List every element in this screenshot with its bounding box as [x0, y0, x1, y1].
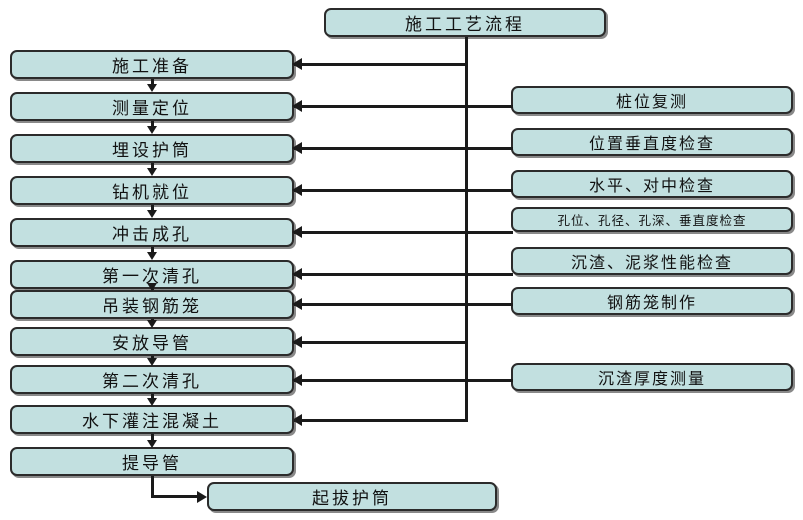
feed-arrowhead-8 [292, 374, 302, 386]
feed-line-0 [294, 63, 466, 66]
step-arrowhead-6-7 [147, 283, 157, 291]
feed-line-6 [294, 303, 513, 306]
feed-line-4 [294, 231, 513, 234]
feed-line-2 [294, 147, 513, 150]
check-node-3: 水平、对中检查 [511, 170, 793, 198]
feed-arrowhead-0 [292, 58, 302, 70]
check-node-4: 孔位、孔径、孔深、垂直度检查 [511, 207, 793, 232]
step-arrowhead-8-9 [147, 358, 157, 366]
process-node-10: 水下灌注混凝土 [10, 405, 294, 434]
step-arrowhead-2-3 [147, 126, 157, 134]
step-arrowhead-1-2 [147, 84, 157, 92]
trunk-vertical-line [465, 37, 468, 422]
feed-arrowhead-2 [292, 142, 302, 154]
process-node-1: 施工准备 [10, 50, 294, 79]
feed-line-7 [294, 341, 466, 344]
step-arrowhead-3-4 [147, 168, 157, 176]
check-node-7: 沉渣厚度测量 [511, 363, 793, 391]
feed-arrowhead-4 [292, 226, 302, 238]
step-arrowhead-4-5 [147, 210, 157, 218]
step-arrowhead-9-10 [147, 398, 157, 406]
step-connector-2-3 [151, 121, 154, 128]
trunk-bottom-elbow [294, 419, 468, 422]
final-elbow-vertical [151, 476, 154, 498]
step-arrowhead-10-11 [147, 440, 157, 448]
process-node-8: 安放导管 [10, 327, 294, 356]
trunk-bottom-arrowhead [292, 414, 302, 426]
feed-arrowhead-7 [292, 336, 302, 348]
check-node-1: 桩位复测 [511, 86, 793, 114]
step-connector-4-5 [151, 205, 154, 212]
process-node-3: 埋设护筒 [10, 134, 294, 163]
process-node-5: 冲击成孔 [10, 218, 294, 247]
flowchart-title-node: 施工工艺流程 [324, 8, 606, 37]
check-node-2: 位置垂直度检查 [511, 128, 793, 156]
feed-line-5 [294, 273, 513, 276]
step-connector-3-4 [151, 163, 154, 170]
final-node: 起拔护筒 [207, 482, 497, 511]
feed-line-1 [294, 105, 513, 108]
process-node-11: 提导管 [10, 447, 294, 476]
final-arrowhead [197, 491, 207, 503]
final-elbow-horizontal [151, 495, 199, 498]
process-node-4: 钻机就位 [10, 176, 294, 205]
process-node-9: 第二次清孔 [10, 365, 294, 394]
process-node-7: 吊装钢筋笼 [10, 290, 294, 319]
feed-arrowhead-5 [292, 268, 302, 280]
feed-line-8 [294, 379, 513, 382]
feed-arrowhead-1 [292, 100, 302, 112]
step-arrowhead-7-8 [147, 320, 157, 328]
step-arrowhead-5-6 [147, 252, 157, 260]
step-connector-10-11 [151, 434, 154, 442]
process-node-2: 测量定位 [10, 92, 294, 121]
step-connector-9-10 [151, 394, 154, 400]
feed-arrowhead-6 [292, 298, 302, 310]
feed-arrowhead-3 [292, 184, 302, 196]
feed-line-3 [294, 189, 513, 192]
step-connector-1-2 [151, 79, 154, 86]
check-node-6: 钢筋笼制作 [511, 287, 793, 315]
check-node-5: 沉渣、泥浆性能检查 [511, 247, 793, 275]
step-connector-5-6 [151, 247, 154, 254]
